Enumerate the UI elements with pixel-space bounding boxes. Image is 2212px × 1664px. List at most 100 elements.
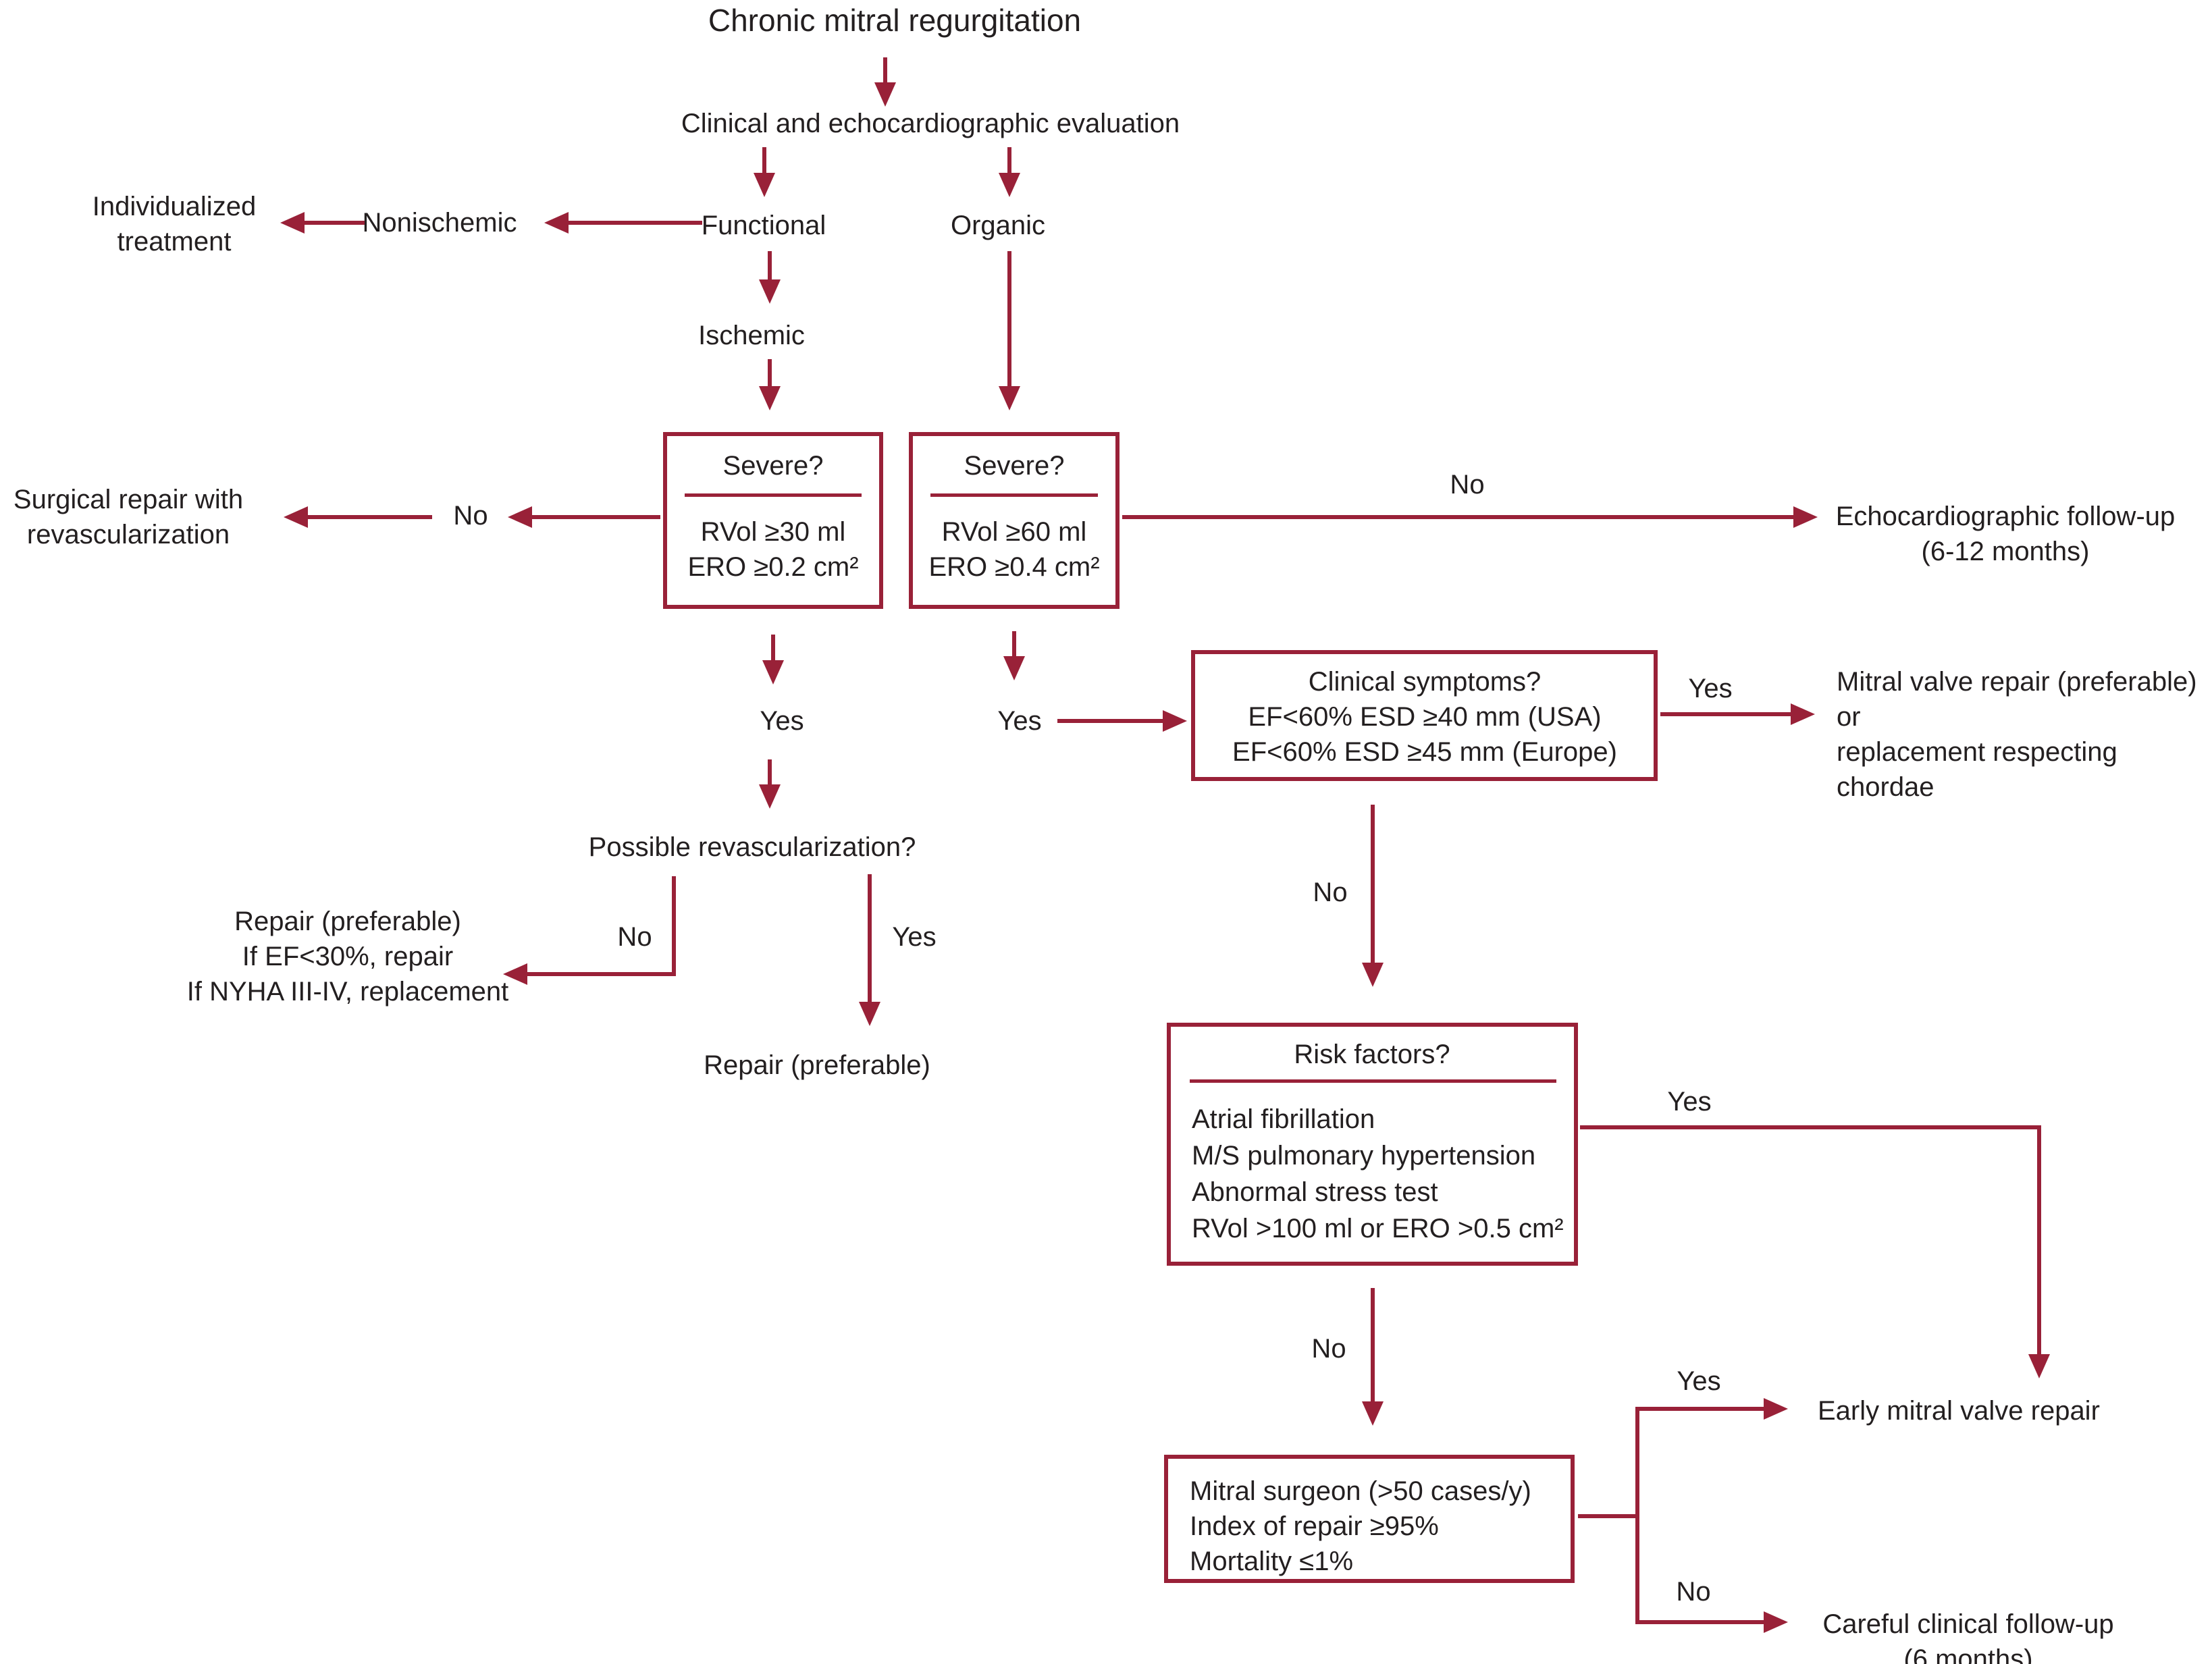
individualized-treatment-node: Individualized treatment — [92, 192, 257, 257]
connector-eval-functional — [762, 147, 766, 176]
arrowhead-revasc-no — [503, 963, 527, 985]
label-no-severe-organic: No — [1450, 470, 1485, 500]
organic-node: Organic — [950, 211, 1046, 240]
severe-functional-ero: ERO ≥0.2 cm² — [687, 552, 859, 582]
label-yes-risk-factors: Yes — [1667, 1087, 1712, 1117]
arrowhead-severe-organic-yes — [1003, 656, 1025, 680]
severe-organic-title: Severe? — [964, 451, 1065, 481]
connector-nonischemic-individualized — [300, 221, 365, 225]
label-yes-severe-organic: Yes — [997, 706, 1042, 736]
risk-factors-title: Risk factors? — [1294, 1040, 1450, 1069]
severe-functional-title: Severe? — [722, 451, 824, 481]
connector-yes-revascularization — [768, 759, 772, 787]
connector-revasc-yes-vertical — [868, 874, 872, 1004]
arrowhead-revasc-yes — [859, 1002, 880, 1026]
arrowhead-no-surgical — [284, 506, 308, 528]
arrowhead-severe-functional-no — [508, 506, 532, 528]
functional-node: Functional — [701, 211, 826, 240]
connector-clinical-no — [1371, 805, 1375, 965]
repair-preferable-node: Repair (preferable) — [704, 1050, 930, 1080]
arrowhead-nonischemic-individualized — [280, 212, 305, 234]
connector-organic-severe — [1007, 251, 1011, 389]
severe-organic-divider — [930, 493, 1098, 497]
echo-followup-node: Echocardiographic follow-up (6-12 months… — [1835, 502, 2176, 566]
arrowhead-risk-no — [1362, 1401, 1384, 1426]
arrowhead-risk-yes — [2028, 1354, 2050, 1378]
connector-ischemic-severe — [768, 359, 772, 389]
arrowhead-functional-nonischemic — [544, 212, 569, 234]
arrowhead-ischemic-severe — [759, 386, 781, 410]
label-no-clinical-symptoms: No — [1313, 878, 1348, 907]
connector-surgeon-no — [1637, 1620, 1768, 1624]
arrowhead-severe-organic-no — [1793, 506, 1818, 528]
connector-severe-functional-yes — [771, 635, 775, 663]
connector-severe-organic-no — [1122, 515, 1797, 519]
label-no-revascularization: No — [617, 922, 652, 952]
nonischemic-node: Nonischemic — [362, 208, 517, 238]
arrowhead-functional-ischemic — [759, 279, 781, 304]
repair-if-no-revasc-node: Repair (preferable) If EF<30%, repair If… — [186, 907, 509, 1007]
mitral-surgeon-mortality: Mortality ≤1% — [1190, 1547, 1354, 1576]
clinical-symptoms-usa: EF<60% ESD ≥40 mm (USA) — [1248, 702, 1602, 732]
risk-factor-stress-test: Abnormal stress test — [1192, 1177, 1438, 1207]
severe-organic-box — [909, 432, 1120, 609]
label-yes-clinical-symptoms: Yes — [1688, 674, 1733, 703]
arrowhead-surgeon-yes — [1764, 1398, 1788, 1420]
arrowhead-clinical-yes — [1791, 703, 1815, 725]
connector-risk-no — [1371, 1288, 1375, 1404]
early-repair-node: Early mitral valve repair — [1818, 1396, 2100, 1426]
careful-followup-node: Careful clinical follow-up (6 months) — [1822, 1609, 2114, 1664]
label-yes-mitral-surgeon: Yes — [1677, 1366, 1721, 1396]
arrowhead-yes-clinical — [1163, 710, 1187, 732]
label-no-mitral-surgeon: No — [1676, 1577, 1711, 1607]
label-yes-revascularization: Yes — [892, 922, 937, 952]
arrowhead-surgeon-no — [1764, 1611, 1788, 1633]
connector-revasc-no-vertical — [672, 876, 676, 976]
mitral-surgeon-cases: Mitral surgeon (>50 cases/y) — [1190, 1476, 1531, 1506]
connector-eval-organic — [1007, 147, 1011, 176]
severe-organic-rvol: RVol ≥60 ml — [941, 517, 1087, 547]
risk-factor-afib: Atrial fibrillation — [1192, 1104, 1375, 1134]
connector-severe-functional-no — [528, 515, 660, 519]
risk-factors-divider — [1190, 1079, 1556, 1083]
clinical-symptoms-europe: EF<60% ESD ≥45 mm (Europe) — [1232, 737, 1617, 767]
connector-no-surgical — [304, 515, 432, 519]
arrowhead-eval-organic — [999, 173, 1020, 197]
mitral-valve-repair-node: Mitral valve repair (preferable) or repl… — [1837, 667, 2197, 802]
label-no-risk-factors: No — [1311, 1334, 1346, 1364]
connector-functional-ischemic — [768, 251, 772, 282]
connector-surgeon-bracket — [1635, 1407, 1639, 1624]
severe-functional-divider — [685, 493, 862, 497]
severe-organic-ero: ERO ≥0.4 cm² — [928, 552, 1100, 582]
arrowhead-clinical-no — [1362, 963, 1384, 987]
clinical-symptoms-title: Clinical symptoms? — [1308, 667, 1542, 697]
connector-risk-yes-horizontal — [1580, 1125, 2041, 1129]
ischemic-node: Ischemic — [698, 321, 805, 350]
label-yes-severe-functional: Yes — [760, 706, 804, 736]
connector-title-eval — [883, 57, 887, 85]
mitral-surgeon-box — [1164, 1455, 1575, 1583]
clinical-symptoms-box — [1191, 650, 1658, 781]
severe-functional-rvol: RVol ≥30 ml — [700, 517, 846, 547]
risk-factor-pulm-htn: M/S pulmonary hypertension — [1192, 1141, 1536, 1171]
title: Chronic mitral regurgitation — [708, 3, 1082, 38]
risk-factor-rvol-ero: RVol >100 ml or ERO >0.5 cm² — [1192, 1214, 1564, 1243]
arrowhead-eval-functional — [754, 173, 775, 197]
connector-yes-clinical — [1057, 719, 1167, 723]
evaluation-node: Clinical and echocardiographic evaluatio… — [681, 109, 1180, 138]
surgical-repair-node: Surgical repair with revascularization — [13, 485, 244, 549]
severe-functional-box — [663, 432, 883, 609]
arrowhead-title-eval — [874, 82, 896, 107]
connector-functional-nonischemic — [564, 221, 702, 225]
mitral-surgeon-index: Index of repair ≥95% — [1190, 1511, 1439, 1541]
arrowhead-yes-revascularization — [759, 784, 781, 809]
label-no-severe-functional: No — [453, 501, 488, 531]
possible-revascularization-node: Possible revascularization? — [588, 832, 916, 862]
connector-surgeon-stub — [1578, 1514, 1639, 1518]
arrowhead-organic-severe — [999, 386, 1020, 410]
connector-risk-yes-vertical — [2037, 1125, 2041, 1354]
connector-clinical-yes — [1660, 712, 1795, 716]
connector-severe-organic-yes — [1012, 631, 1016, 659]
risk-factors-box — [1167, 1023, 1578, 1266]
